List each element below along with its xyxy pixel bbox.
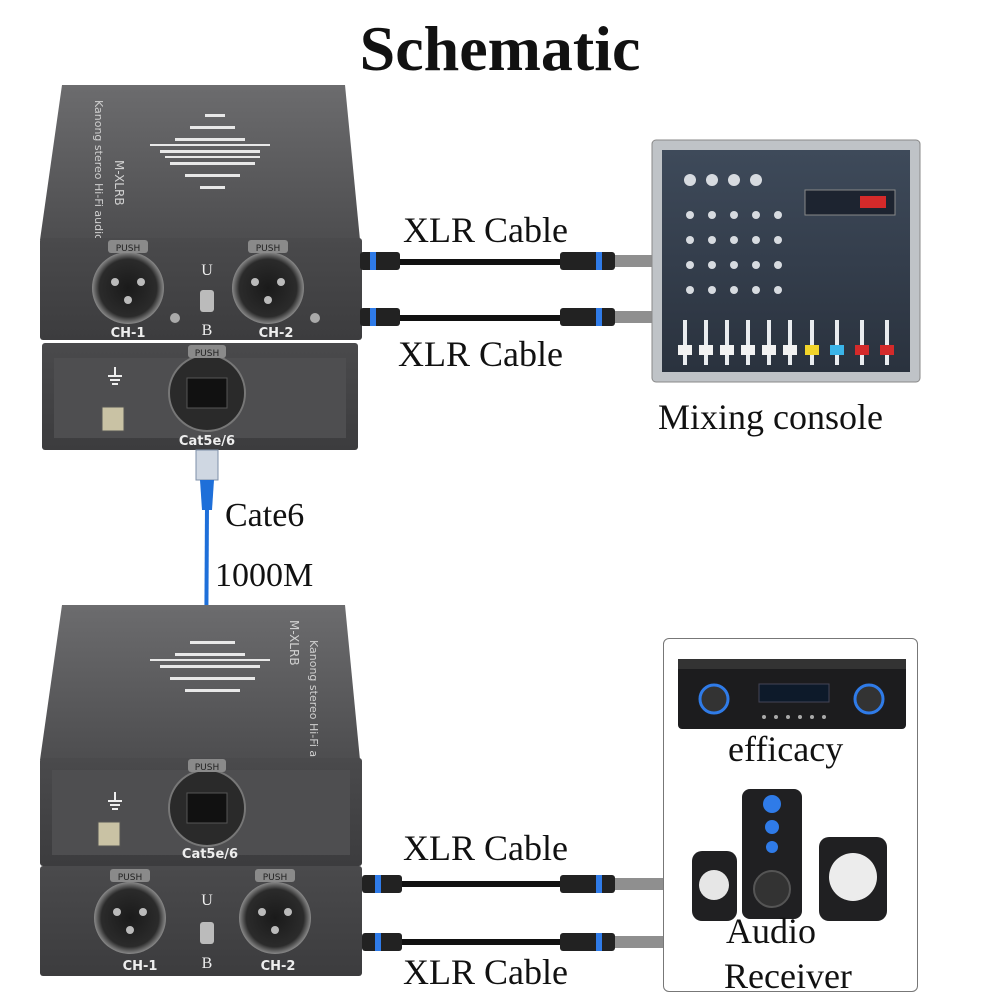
waveform-decoration [150, 114, 270, 189]
xlr-cable-label-bottom-1: XLR Cable [403, 828, 568, 868]
audio-label: Audio [726, 911, 816, 951]
svg-text:CH-2: CH-2 [259, 326, 294, 341]
bottom-xlr-cables [362, 875, 663, 951]
speakers-image [692, 789, 887, 921]
amplifier-image [678, 659, 906, 729]
bottom-extender-network-unit: M-XLRB Kanong stereo Hi-Fi audio extende… [40, 605, 362, 866]
xlr-cable-label-bottom-2: XLR Cable [403, 952, 568, 992]
svg-text:CH-2: CH-2 [261, 959, 296, 974]
svg-text:PUSH: PUSH [256, 244, 281, 254]
svg-text:PUSH: PUSH [195, 349, 220, 359]
speed-label: 1000M [215, 557, 314, 594]
page-title: Schematic [359, 13, 641, 84]
output-devices-panel [663, 638, 918, 992]
extender-model: M-XLRB [112, 160, 126, 206]
svg-text:Cat5e/6: Cat5e/6 [182, 847, 238, 862]
xlr-ch1-port [92, 252, 164, 324]
svg-text:PUSH: PUSH [116, 244, 141, 254]
bottom-extender-xlr-unit: PUSH PUSH U B CH-1 CH-2 [40, 866, 362, 976]
mixing-console-label: Mixing console [658, 397, 883, 437]
svg-text:U: U [201, 262, 213, 279]
svg-text:Cat5e/6: Cat5e/6 [179, 434, 235, 449]
top-xlr-cables [360, 252, 655, 326]
top-extender-xlr-unit: Kanong stereo Hi-Fi audio extender M-XLR… [40, 85, 362, 341]
svg-text:M-XLRB: M-XLRB [287, 620, 301, 666]
svg-text:PUSH: PUSH [195, 763, 220, 773]
svg-text:CH-1: CH-1 [111, 326, 146, 341]
svg-text:B: B [202, 955, 213, 972]
svg-text:PUSH: PUSH [118, 873, 143, 883]
output-devices-graphics [678, 659, 906, 921]
top-extender-network-unit: PUSH Cat5e/6 [42, 343, 358, 450]
svg-text:PUSH: PUSH [263, 873, 288, 883]
xlr-cable-label-top-2: XLR Cable [398, 334, 563, 374]
mode-switch [200, 290, 214, 312]
xlr-cable-label-top-1: XLR Cable [403, 210, 568, 250]
svg-text:CH-1: CH-1 [123, 959, 158, 974]
svg-text:B: B [202, 322, 213, 339]
receiver-label: Receiver [724, 956, 852, 996]
cat6-label: Cate6 [225, 497, 305, 534]
xlr-ch2-port [232, 252, 304, 324]
ground-icon [108, 367, 122, 385]
svg-text:U: U [201, 892, 213, 909]
mixing-console-image [651, 139, 921, 383]
amplifier-label: efficacy [728, 729, 844, 769]
